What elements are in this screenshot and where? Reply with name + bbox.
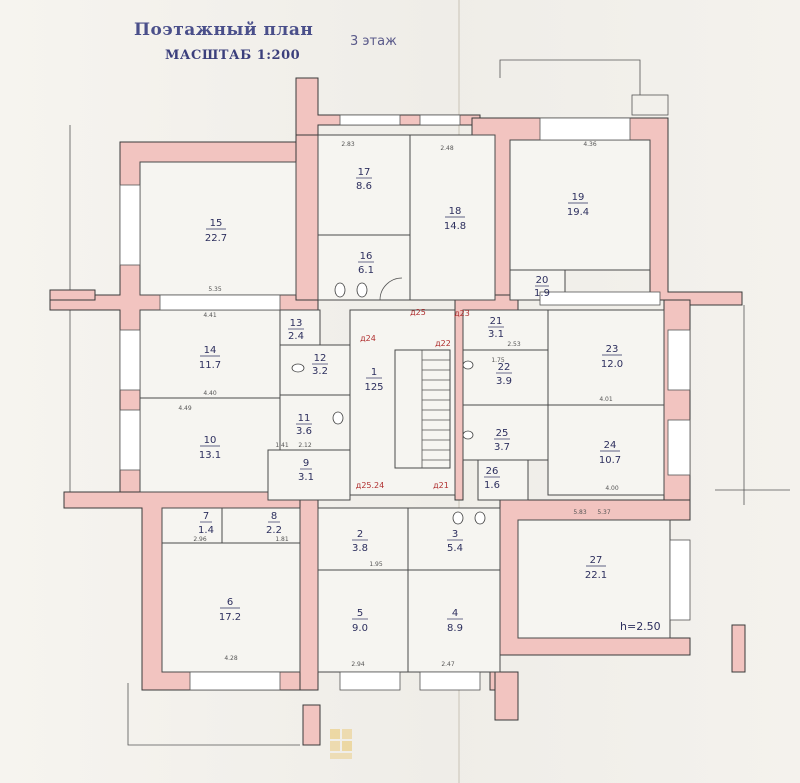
ceiling-height-note: h=2.50: [620, 620, 661, 633]
windows: [119, 114, 691, 691]
room-8-area: 2.2: [266, 525, 282, 536]
door-mark: д22: [435, 339, 451, 348]
plan-title: Поэтажный план: [134, 20, 314, 40]
room-1-num: 1: [371, 367, 377, 378]
dimension-label: 4.41: [203, 312, 217, 319]
room-18-area: 14.8: [444, 221, 466, 232]
dimension-label: 4.49: [178, 405, 192, 412]
sanitary-fixtures: [291, 277, 486, 525]
room-1-area: 125: [364, 382, 383, 393]
plan-scale: МАСШТАБ 1:200: [165, 48, 301, 63]
room-18-num: 18: [449, 206, 462, 217]
room-27-num: 27: [590, 555, 603, 566]
door-mark: д25.24: [356, 481, 384, 490]
room-3-area: 5.4: [447, 543, 463, 554]
dimension-label: 1.41: [275, 442, 289, 449]
dimension-label: 2.53: [507, 341, 521, 348]
room-23-area: 12.0: [601, 359, 623, 370]
room-14-num: 14: [204, 345, 217, 356]
room-7-area: 1.4: [198, 525, 214, 536]
room-24-num: 24: [604, 440, 617, 451]
room-5-area: 9.0: [352, 623, 368, 634]
door-mark: д23: [454, 309, 470, 318]
dimension-label: 4.01: [599, 396, 613, 403]
room-13-num: 13: [290, 318, 303, 329]
dimension-label: 4.36: [583, 141, 597, 148]
watermark-logo-icon: [330, 729, 352, 759]
door-marks: д25 д24 д22 д23 д25.24 д21: [356, 308, 470, 490]
dimension-label: 2.83: [341, 141, 355, 148]
room-23-num: 23: [606, 344, 619, 355]
room-25-num: 25: [496, 428, 509, 439]
room-11-num: 11: [298, 413, 311, 424]
dimension-label: 4.40: [203, 390, 217, 397]
room-24-area: 10.7: [599, 455, 621, 466]
room-7-num: 7: [203, 511, 209, 522]
dimension-label: 2.96: [193, 536, 207, 543]
room-22-area: 3.9: [496, 376, 512, 387]
floor-label: 3 этаж: [350, 34, 397, 49]
dimension-label: 4.00: [605, 485, 619, 492]
room-26-num: 26: [486, 466, 499, 477]
room-19-num: 19: [572, 192, 585, 203]
door-mark: д24: [360, 334, 376, 343]
room-12-area: 3.2: [312, 366, 328, 377]
room-5-num: 5: [357, 608, 363, 619]
room-21-area: 3.1: [488, 329, 504, 340]
dimension-label: 1.95: [369, 561, 383, 568]
room-12-num: 12: [314, 353, 327, 364]
room-25-area: 3.7: [494, 442, 510, 453]
room-9-area: 3.1: [298, 472, 314, 483]
room-16-area: 6.1: [358, 265, 374, 276]
room-14-area: 11.7: [199, 360, 221, 371]
room-22-num: 22: [498, 362, 511, 373]
room-2-area: 3.8: [352, 543, 368, 554]
site-lines: [69, 59, 790, 746]
room-16-num: 16: [360, 251, 373, 262]
room-10-num: 10: [204, 435, 217, 446]
room-17-area: 8.6: [356, 181, 372, 192]
dimension-label: 1.75: [491, 357, 505, 364]
dimension-label: 1.81: [275, 536, 289, 543]
room-6-area: 17.2: [219, 612, 241, 623]
staircase: [394, 349, 451, 469]
dimension-label: 5.37: [597, 509, 611, 516]
room-21-num: 21: [490, 316, 503, 327]
room-15-num: 15: [210, 218, 223, 229]
dimension-label: 2.48: [440, 145, 454, 152]
room-19-area: 19.4: [567, 207, 589, 218]
room-11-area: 3.6: [296, 426, 312, 437]
room-20-num: 20: [536, 275, 549, 286]
dimension-labels: 5.35 4.41 4.49 4.40 2.83 2.48 4.36 5.83 …: [178, 141, 619, 668]
dimension-label: 5.35: [208, 286, 222, 293]
door-mark: д21: [433, 481, 449, 490]
room-27-area: 22.1: [585, 570, 607, 581]
room-9-num: 9: [303, 458, 309, 469]
room-8-num: 8: [271, 511, 277, 522]
room-6-num: 6: [227, 597, 233, 608]
room-13-area: 2.4: [288, 331, 304, 342]
room-10-area: 13.1: [199, 450, 221, 461]
room-2-num: 2: [357, 529, 363, 540]
room-4-num: 4: [452, 608, 458, 619]
room-labels: 1 125 2 3.8 3 5.4 4 8.9 5 9.0 6 17.2 7 1…: [198, 167, 623, 634]
door-mark: д25: [410, 308, 426, 317]
dimension-label: 2.94: [351, 661, 365, 668]
room-15-area: 22.7: [205, 233, 227, 244]
dimension-label: 4.28: [224, 655, 238, 662]
room-26-area: 1.6: [484, 480, 500, 491]
room-20-area: 1.9: [534, 288, 550, 299]
dimension-label: 2.47: [441, 661, 455, 668]
room-4-area: 8.9: [447, 623, 463, 634]
dimension-label: 5.83: [573, 509, 587, 516]
dimension-label: 2.12: [298, 442, 312, 449]
room-17-num: 17: [358, 167, 371, 178]
room-3-num: 3: [452, 529, 458, 540]
